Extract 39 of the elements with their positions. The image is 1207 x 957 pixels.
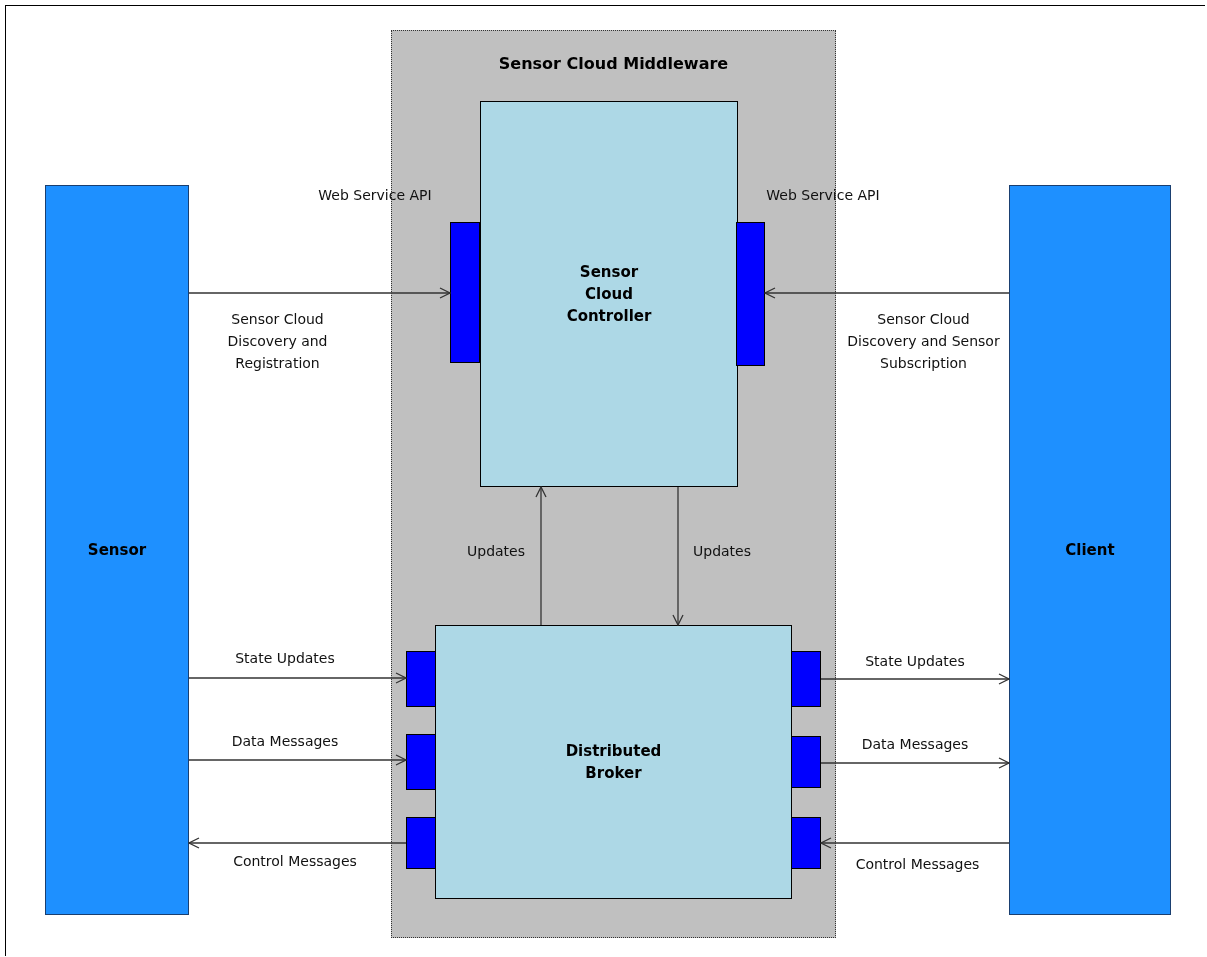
arrow: [188, 754, 407, 766]
sensor-box: [45, 185, 189, 915]
arrow: [188, 287, 451, 299]
node-label: Client: [1065, 540, 1115, 561]
node-label: Distributed Broker: [564, 741, 663, 784]
arrow: [535, 486, 547, 626]
edge-label: Sensor Cloud Discovery and Sensor Subscription: [846, 310, 1001, 373]
node-label: Sensor Cloud Controller: [565, 262, 653, 327]
arrow: [672, 486, 684, 626]
arrow: [820, 837, 1010, 849]
edge-label: Control Messages: [854, 855, 981, 874]
arrow: [820, 757, 1010, 769]
port-box: [736, 222, 765, 366]
port-label: Web Service API: [765, 186, 881, 205]
port-label: Web Service API: [317, 186, 433, 205]
client-box: [1009, 185, 1171, 915]
edge-label: Updates: [692, 542, 752, 561]
broker-box: [435, 625, 792, 899]
edge-label: State Updates: [864, 652, 966, 671]
port-box: [406, 734, 436, 790]
edge-label: State Updates: [234, 649, 336, 668]
controller-box: [480, 101, 738, 487]
arrow: [820, 673, 1010, 685]
edge-label: Updates: [466, 542, 526, 561]
port-box: [791, 817, 821, 869]
arrow: [188, 837, 407, 849]
arrow: [188, 672, 407, 684]
edge-label: Control Messages: [232, 852, 358, 871]
port-box: [406, 651, 436, 707]
edge-label: Sensor Cloud Discovery and Registration: [226, 310, 329, 373]
node-label: Sensor: [87, 540, 147, 561]
arrow: [764, 287, 1010, 299]
panel-title: Sensor Cloud Middleware: [498, 53, 729, 75]
edge-label: Data Messages: [860, 735, 970, 754]
port-box: [450, 222, 480, 363]
port-box: [406, 817, 436, 869]
edge-label: Data Messages: [230, 732, 340, 751]
port-box: [791, 651, 821, 707]
port-box: [791, 736, 821, 788]
